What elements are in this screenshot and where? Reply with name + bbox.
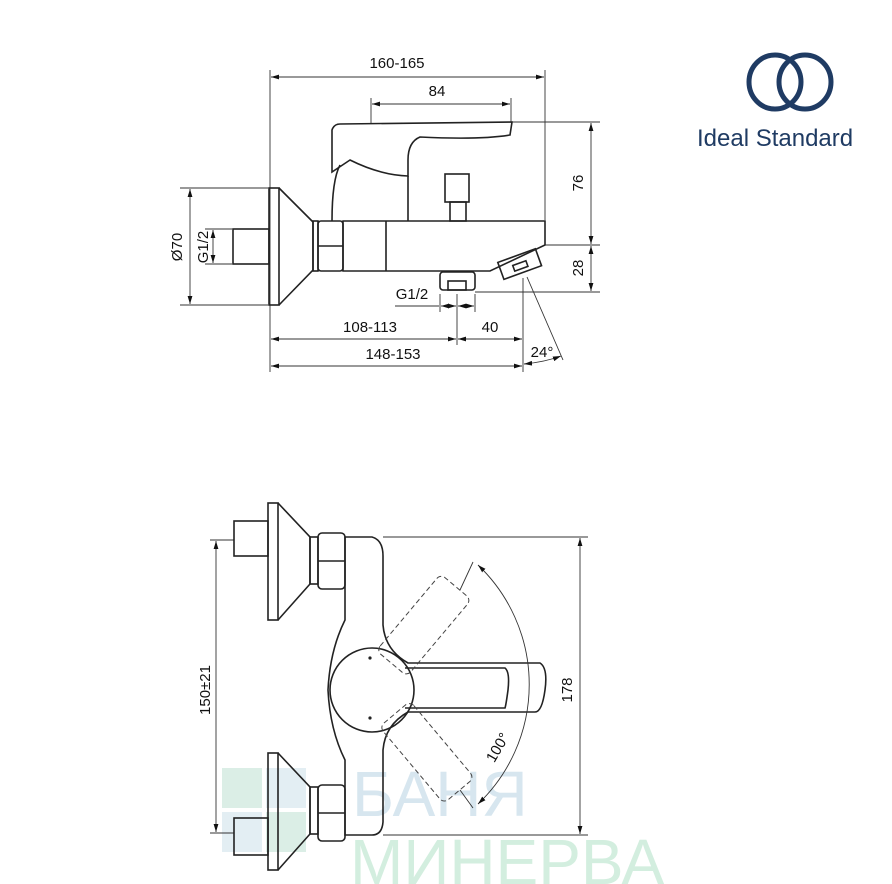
dim-width: 178 <box>559 677 576 702</box>
dim-inlet-thread: G1/2 <box>195 231 212 264</box>
watermark-line2: МИНЕРВА <box>350 826 664 884</box>
dim-outlet-height: 28 <box>570 260 587 277</box>
top-view: 178 150±21 100° <box>197 502 588 871</box>
side-view: 160-165 84 76 28 Ø70 G1/2 G1/2 108-113 4… <box>169 55 600 372</box>
dim-spout-angle: 24° <box>531 344 554 361</box>
dim-flange-diameter: Ø70 <box>169 233 186 261</box>
dim-overall-length: 160-165 <box>369 55 424 72</box>
logo-text: Ideal Standard <box>697 125 853 152</box>
ideal-standard-logo: Ideal Standard <box>697 52 853 152</box>
dim-centers: 150±21 <box>197 665 214 715</box>
watermark-line1: БАНЯ <box>352 758 528 830</box>
dim-outlet-thread: G1/2 <box>396 286 429 303</box>
dim-outlet-to-spout: 40 <box>482 319 499 336</box>
dim-height: 76 <box>570 175 587 192</box>
dim-lever-length: 84 <box>429 83 446 100</box>
dim-wall-to-outlet: 108-113 <box>343 319 397 336</box>
watermark: БАНЯ МИНЕРВА <box>222 758 664 884</box>
dim-wall-to-spout: 148-153 <box>365 346 420 363</box>
